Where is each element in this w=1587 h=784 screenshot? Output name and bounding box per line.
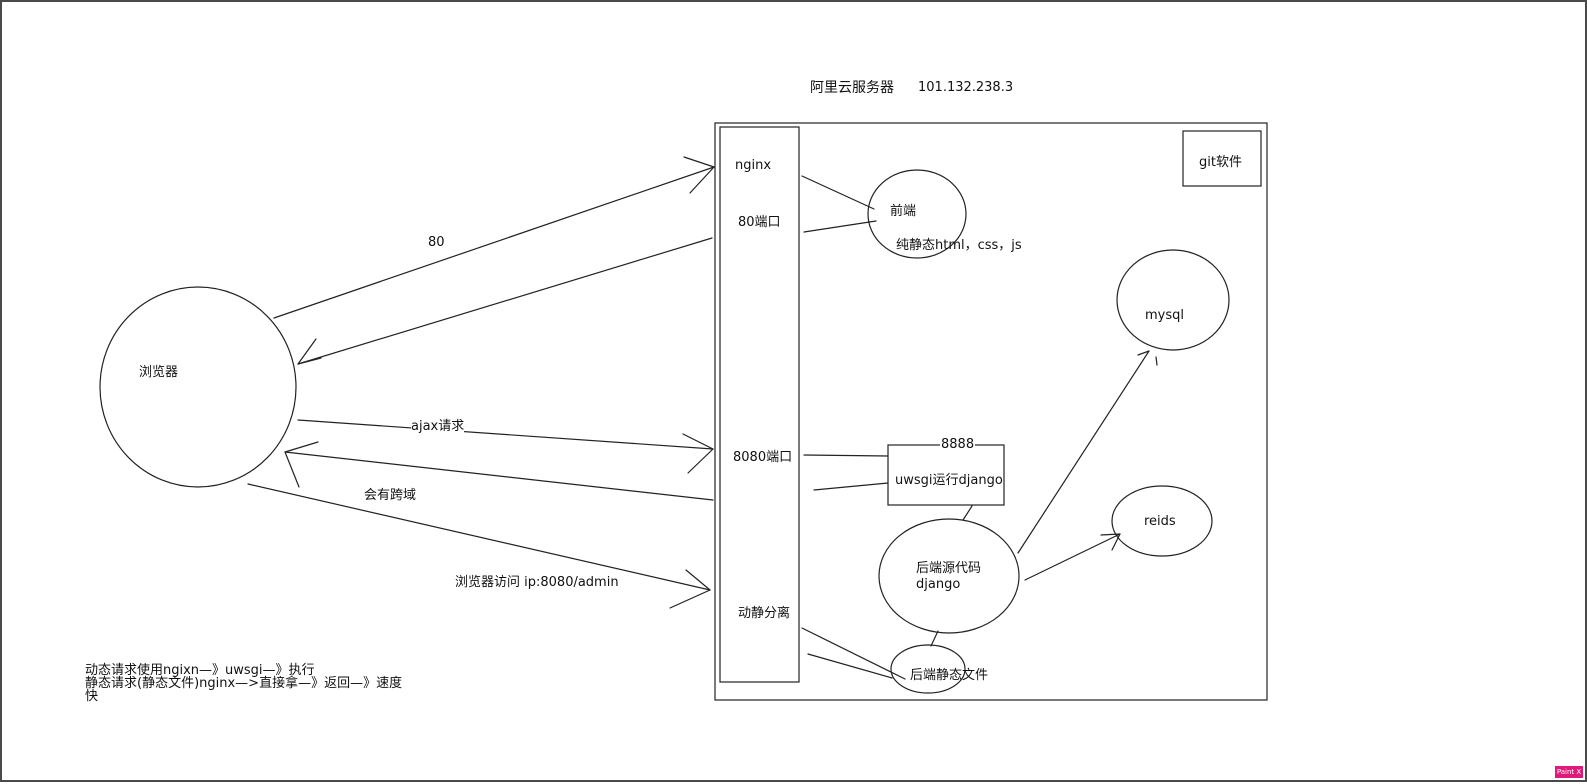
backend-code-circle	[878, 518, 1020, 634]
port-80-label: 80端口	[738, 215, 781, 230]
backend-code-label: 后端源代码	[916, 561, 982, 576]
uwsgi-port-label: 8888	[940, 437, 976, 453]
port-8080-label: 8080端口	[733, 450, 793, 465]
edge-backend-static	[930, 630, 939, 647]
edge-label-cors: 会有跨域	[364, 488, 417, 503]
nginx-label: nginx	[735, 158, 772, 173]
edge-backend-mysql	[1017, 350, 1158, 554]
static-dynamic-label: 动静分离	[738, 606, 791, 621]
browser-label: 浏览器	[139, 365, 179, 380]
edge-uwsgi-backend	[962, 505, 973, 521]
edge-nginx-frontend	[801, 175, 875, 210]
edge-8080-uwsgi-2	[813, 482, 889, 491]
edge-split-static-2	[807, 653, 893, 679]
frontend-desc-label: 纯静态html，css，js	[896, 238, 1022, 253]
edge-8080-uwsgi	[803, 454, 889, 457]
server-ip: 101.132.238.3	[918, 80, 1014, 95]
edge-split-static	[801, 627, 906, 680]
edge-8080-to-browser	[284, 441, 714, 501]
git-label: git软件	[1199, 155, 1242, 170]
git-box	[1182, 130, 1262, 187]
edge-ajax-request	[297, 419, 714, 474]
server-box	[714, 122, 1268, 701]
mysql-circle	[1116, 249, 1230, 351]
edge-label-ajax: ajax请求	[411, 419, 465, 435]
uwsgi-label: uwsgi运行django	[895, 473, 1003, 488]
backend-static-circle	[890, 644, 966, 694]
nginx-column	[719, 126, 800, 683]
edge-browser-to-admin	[247, 483, 711, 609]
edge-browser-to-nginx	[273, 156, 715, 319]
edge-nginx-to-browser	[297, 237, 713, 365]
frontend-circle	[867, 169, 967, 259]
edge-port80-frontend	[803, 220, 877, 233]
edge-backend-redis	[1024, 533, 1121, 581]
frontend-label: 前端	[890, 204, 917, 219]
mysql-label: mysql	[1145, 308, 1184, 323]
backend-code-lang-label: django	[916, 577, 961, 592]
notes-text: 动态请求使用ngixn—》uwsgi—》执行 静态请求(静态文件)nginx—>…	[85, 663, 403, 704]
edge-label-admin: 浏览器访问 ip:8080/admin	[455, 575, 619, 590]
backend-static-label: 后端静态文件	[910, 668, 989, 683]
redis-label: reids	[1144, 514, 1176, 529]
app-badge: Paint X	[1555, 766, 1583, 778]
server-title: 阿里云服务器	[810, 80, 894, 96]
redis-circle	[1111, 485, 1213, 557]
browser-circle	[99, 286, 297, 488]
edge-label-80: 80	[428, 235, 445, 250]
